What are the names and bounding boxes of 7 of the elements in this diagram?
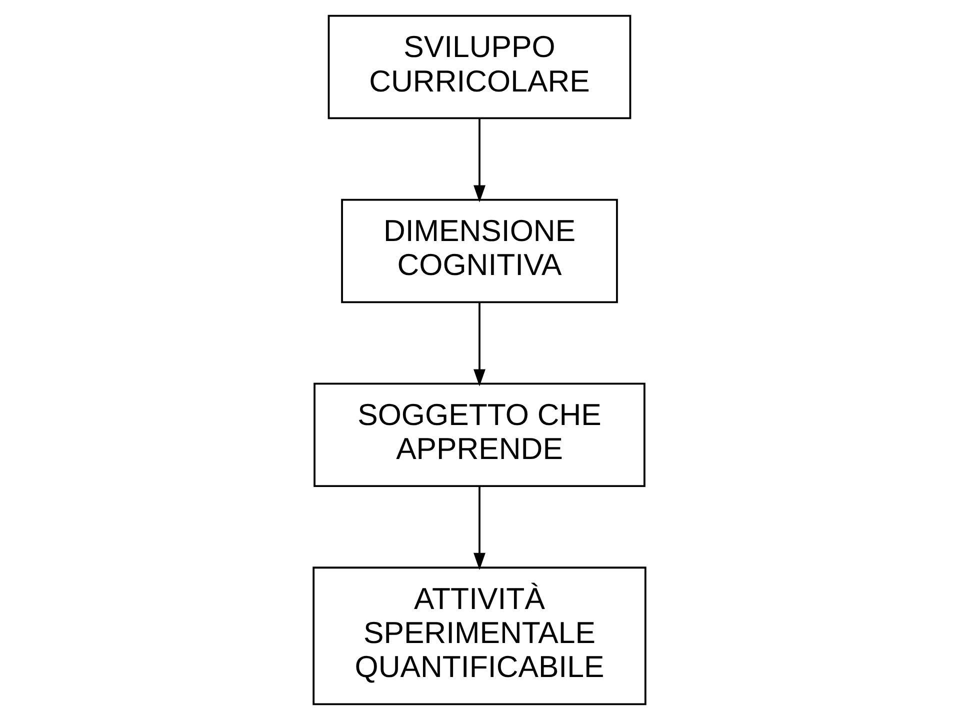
node-box: ATTIVITÀ SPERIMENTALE QUANTIFICABILE (312, 566, 646, 706)
node-box: SOGGETTO CHE APPRENDE (313, 382, 645, 488)
node-box: SVILUPPO CURRICOLARE (327, 14, 631, 120)
arrow (473, 486, 485, 570)
arrow (473, 118, 485, 202)
arrow (473, 302, 485, 386)
node-box: DIMENSIONE COGNITIVA (340, 198, 618, 304)
